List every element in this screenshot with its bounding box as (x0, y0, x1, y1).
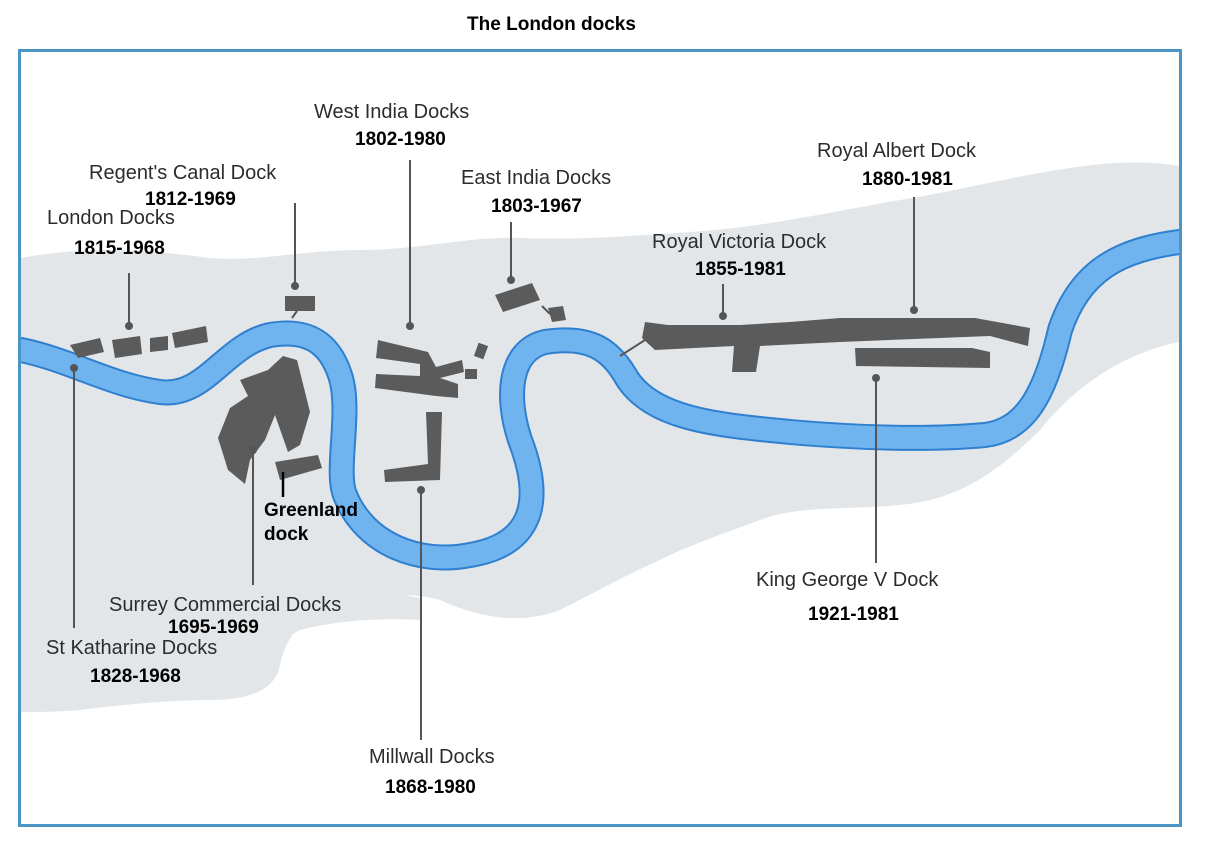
dock-east-india-small-shape (548, 306, 566, 322)
leader-dots (70, 276, 918, 494)
label-east-india-docks: East India Docks (461, 167, 612, 189)
dock-shadwell-shape (172, 326, 208, 348)
label-st-katharine-docks: St Katharine Docks (46, 637, 218, 659)
label-regents-canal-dock: Regent's Canal Dock (89, 162, 277, 184)
label-west-india-docks: West India Docks (314, 101, 470, 123)
land-area-lower (21, 470, 420, 695)
dock-west-india-shape (375, 340, 464, 398)
dock-shapes (70, 283, 1030, 484)
dock-greenland-shape (275, 455, 322, 480)
years-king-george-v-dock: 1921-1981 (808, 604, 899, 625)
map-title: The London docks (467, 14, 636, 35)
label-royal-victoria-dock: Royal Victoria Dock (652, 231, 827, 253)
dock-east-india-shape (495, 283, 540, 312)
years-royal-albert-dock: 1880-1981 (862, 169, 953, 190)
dock-london-east-shape (150, 336, 168, 352)
years-millwall-docks: 1868-1980 (385, 777, 476, 798)
dock-surrey-commercial-shape (218, 356, 310, 484)
dock-west-india-extra-shape (473, 342, 489, 360)
label-greenland-dock-line1: Greenland (264, 500, 358, 521)
dock-st-katharine-shape (70, 338, 104, 358)
dock-london-shape (112, 336, 142, 358)
label-greenland-dock-line2: dock (264, 524, 309, 545)
label-royal-albert-dock: Royal Albert Dock (817, 140, 976, 162)
years-london-docks: 1815-1968 (74, 238, 165, 259)
label-london-docks: London Docks (47, 207, 175, 229)
thames-river-water (21, 231, 1179, 569)
label-surrey-commercial-docks: Surrey Commercial Docks (109, 594, 342, 616)
dock-regents-canal-shape (285, 296, 315, 311)
label-millwall-docks: Millwall Docks (369, 746, 495, 768)
years-st-katharine-docks: 1828-1968 (90, 666, 181, 687)
label-king-george-v-dock: King George V Dock (756, 569, 939, 591)
years-west-india-docks: 1802-1980 (355, 129, 446, 150)
years-east-india-docks: 1803-1967 (491, 196, 582, 217)
leader-lines (73, 160, 915, 740)
dock-west-india-extra2-shape (465, 369, 477, 379)
dock-royal-albert-shape (855, 348, 990, 368)
years-royal-victoria-dock: 1855-1981 (695, 259, 786, 280)
years-surrey-commercial-docks: 1695-1969 (168, 617, 259, 638)
years-regents-canal-dock: 1812-1969 (145, 189, 236, 210)
dock-royal-victoria-shape (642, 318, 1030, 372)
dock-millwall-shape (384, 412, 442, 482)
